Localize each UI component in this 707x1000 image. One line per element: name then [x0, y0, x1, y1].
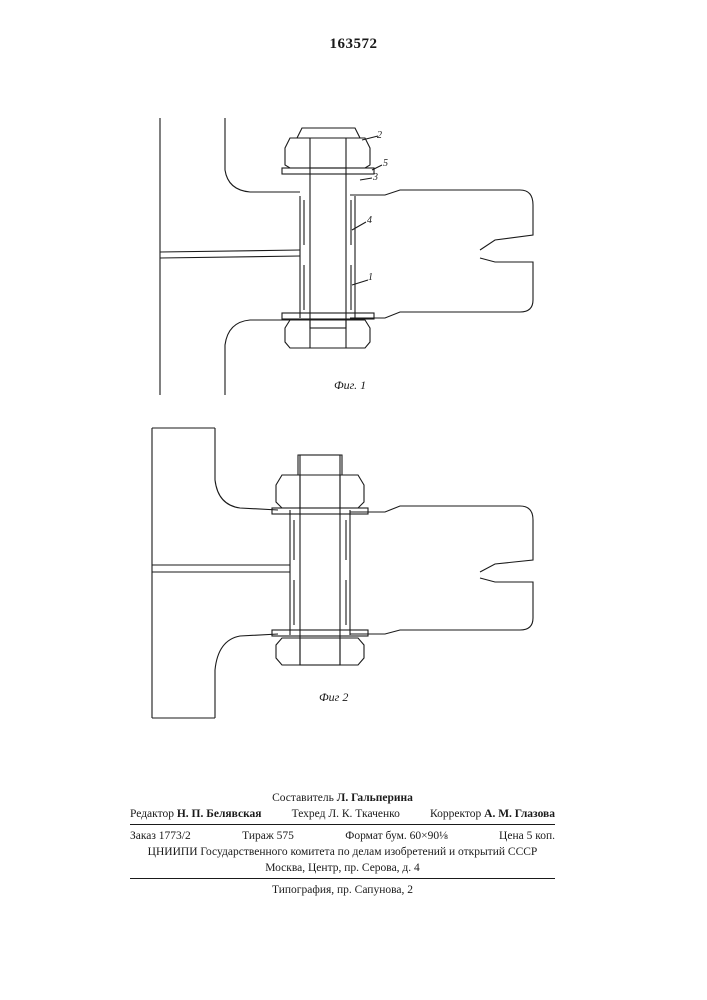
compiler-name: Л. Гальперина	[337, 792, 413, 804]
corrector-name: А. М. Глазова	[484, 808, 555, 820]
editor-entry: Редактор Н. П. Белявская	[130, 806, 262, 822]
part-label-3: 3	[373, 172, 378, 183]
part-label-1: 1	[368, 272, 373, 283]
editor-label: Редактор	[130, 808, 174, 820]
publisher-address: Москва, Центр, пр. Серова, д. 4	[130, 860, 555, 876]
staff-line: Редактор Н. П. Белявская Техред Л. К. Тк…	[130, 806, 555, 822]
divider	[130, 824, 555, 825]
compiler-line: Составитель Л. Гальперина	[130, 790, 555, 806]
figure-1-caption: Фиг. 1	[334, 378, 366, 393]
order-number: Заказ 1773/2	[130, 828, 191, 844]
techred-entry: Техред Л. К. Ткаченко	[292, 806, 400, 822]
paper-format: Формат бум. 60×90⅛	[345, 828, 447, 844]
editor-name: Н. П. Белявская	[177, 808, 262, 820]
divider	[130, 878, 555, 879]
part-label-2: 2	[377, 130, 382, 141]
order-line: Заказ 1773/2 Тираж 575 Формат бум. 60×90…	[130, 828, 555, 844]
part-label-4: 4	[367, 215, 372, 226]
corrector-label: Корректор	[430, 808, 481, 820]
imprint-block: Составитель Л. Гальперина Редактор Н. П.…	[130, 790, 555, 898]
part-label-5: 5	[383, 158, 388, 169]
compiler-label: Составитель	[272, 792, 334, 804]
techred-label: Техред	[292, 808, 326, 820]
printer-line: Типография, пр. Сапунова, 2	[130, 882, 555, 898]
price: Цена 5 коп.	[499, 828, 555, 844]
corrector-entry: Корректор А. М. Глазова	[430, 806, 555, 822]
techred-name: Л. К. Ткаченко	[328, 808, 400, 820]
figure-2-caption: Фиг 2	[319, 690, 348, 705]
publisher-org: ЦНИИПИ Государственного комитета по дела…	[130, 844, 555, 860]
circulation: Тираж 575	[242, 828, 294, 844]
